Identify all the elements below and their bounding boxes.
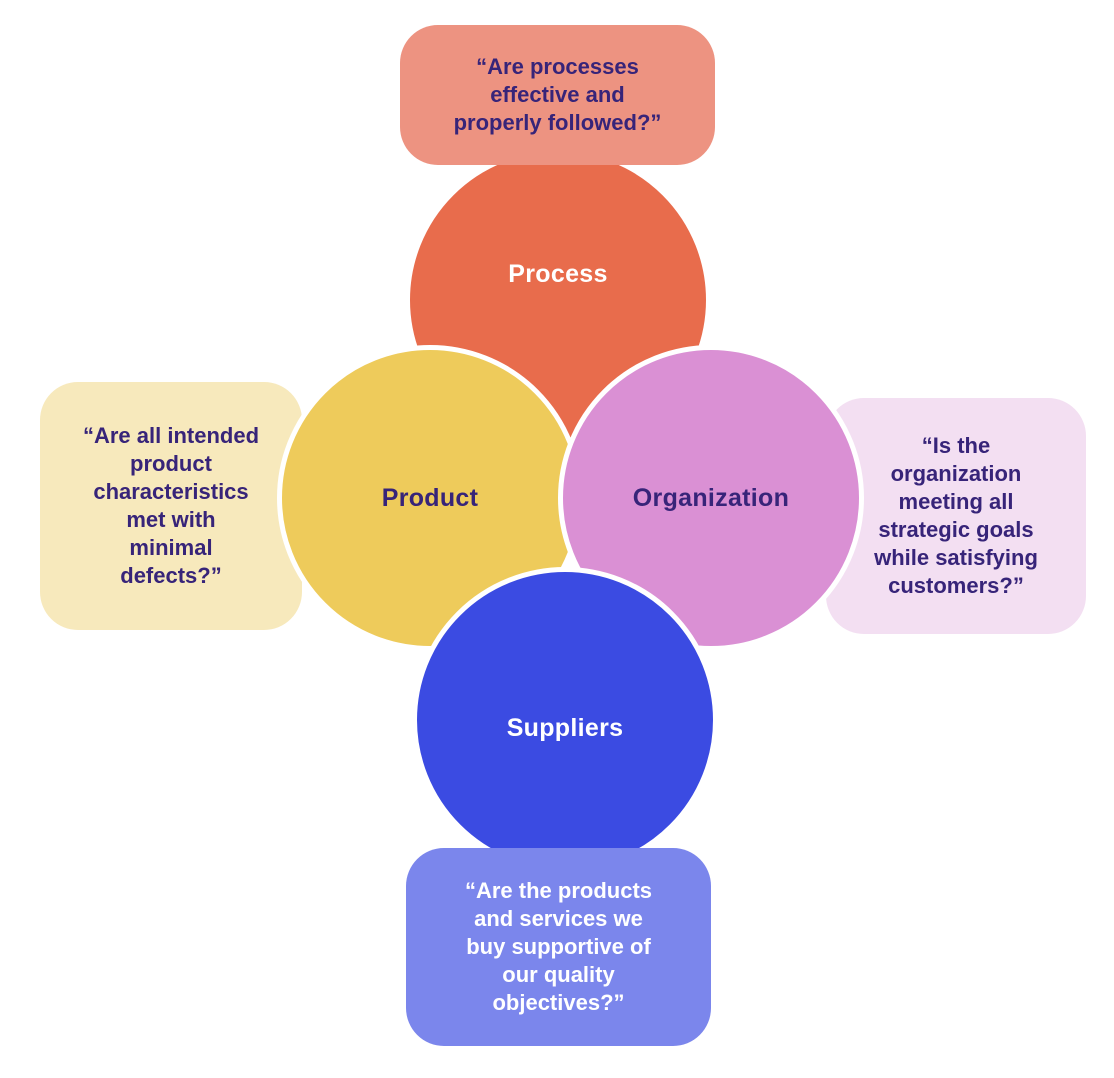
circle-product-label: Product [381, 483, 479, 512]
callout-suppliers-question-text: “Are the products and services we buy su… [464, 878, 653, 1015]
callout-process-question: “Are processes effective and properly fo… [400, 25, 715, 165]
callout-suppliers-question: “Are the products and services we buy su… [406, 848, 711, 1046]
circle-suppliers-label: Suppliers [506, 713, 624, 742]
callout-organization-question-text: “Is the organization meeting all strateg… [874, 433, 1038, 598]
circle-organization-label: Organization [632, 483, 790, 512]
circle-suppliers: Suppliers [412, 567, 718, 873]
circle-process-label: Process [508, 259, 608, 288]
callout-process-question-text: “Are processes effective and properly fo… [453, 54, 662, 135]
callout-product-question: “Are all intended product characteristic… [40, 382, 302, 630]
callout-organization-question: “Is the organization meeting all strateg… [826, 398, 1086, 634]
callout-product-question-text: “Are all intended product characteristic… [82, 423, 260, 588]
